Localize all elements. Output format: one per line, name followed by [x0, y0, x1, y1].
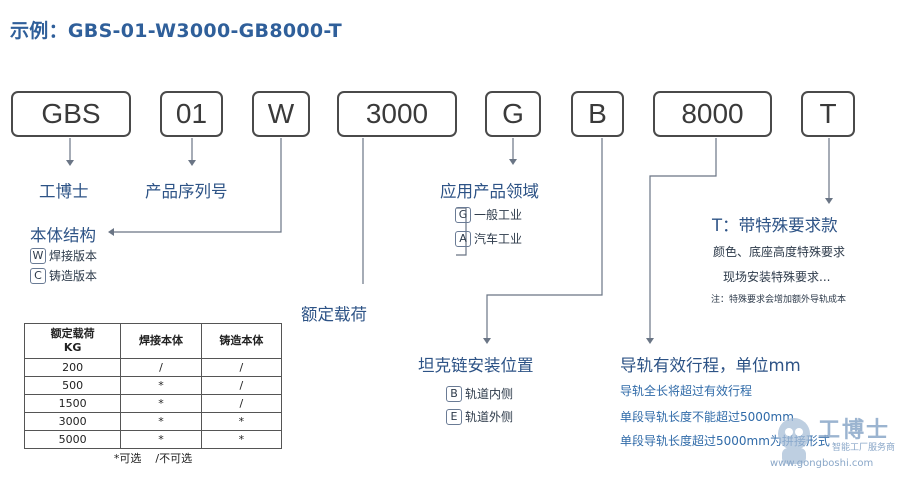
label-industry: 应用产品领域 — [440, 182, 539, 201]
table-cell: * — [200, 430, 283, 449]
table-row: 500 * / — [23, 376, 283, 395]
option-text: 一般工业 — [474, 208, 523, 222]
table-cell: * — [120, 376, 202, 395]
option-code: G — [455, 206, 471, 223]
label-special: T：带特殊要求款 — [712, 216, 838, 235]
table-row: 5000 * * — [23, 430, 283, 449]
code-box-structure: W — [252, 91, 310, 137]
table-cell: 5000 — [23, 430, 122, 449]
table-cell: * — [120, 412, 202, 431]
rail-note-1: 导轨全长将超过有效行程 — [620, 384, 753, 398]
code-box-chain: B — [571, 91, 624, 137]
table-header: 额定载荷 KG — [23, 323, 122, 359]
industry-option-general: G 一般工业 — [455, 206, 522, 223]
option-code: B — [446, 385, 462, 402]
table-header: 铸造本体 — [200, 323, 283, 359]
table-footer: *可选 /不可选 — [24, 448, 282, 467]
table-row: 200 / / — [23, 358, 283, 377]
table-cell: 500 — [23, 376, 122, 395]
structure-option-welded: W 焊接版本 — [30, 247, 97, 264]
special-note-2: 现场安装特殊要求... — [723, 270, 831, 284]
rail-note-3: 单段导轨长度超过5000mm为拼接形式 — [620, 434, 830, 448]
rail-note-2: 单段导轨长度不能超过5000mm — [620, 410, 794, 424]
table-cell: * — [120, 394, 202, 413]
load-spec-table: 额定载荷 KG 焊接本体 铸造本体 200 / / 500 * / 1500 *… — [23, 323, 283, 467]
table-cell: / — [200, 358, 283, 377]
option-text: 轨道外侧 — [465, 410, 514, 424]
code-box-series: 01 — [160, 91, 223, 137]
special-note-3: 注：特殊要求会增加额外导轨成本 — [711, 295, 847, 305]
code-box-rail: 8000 — [653, 91, 772, 137]
table-row: 3000 * * — [23, 412, 283, 431]
table-cell: * — [120, 430, 202, 449]
table-cell: * — [200, 412, 283, 431]
table-header-row: 额定载荷 KG 焊接本体 铸造本体 — [23, 323, 283, 359]
option-text: 铸造版本 — [49, 269, 98, 283]
label-chain: 坦克链安装位置 — [418, 356, 534, 375]
table-cell: / — [200, 376, 283, 395]
table-cell: 3000 — [23, 412, 122, 431]
industry-option-auto: A 汽车工业 — [455, 230, 522, 247]
code-box-special: T — [801, 91, 855, 137]
page-title: 示例：GBS-01-W3000-GB8000-T — [10, 20, 343, 42]
special-note-1: 颜色、底座高度特殊要求 — [713, 245, 846, 259]
watermark-brand: 工博士 — [818, 418, 891, 443]
label-load: 额定载荷 — [301, 305, 367, 324]
label-series: 产品序列号 — [145, 182, 228, 201]
table-header: 焊接本体 — [120, 323, 202, 359]
robot-mascot-icon — [778, 418, 810, 464]
label-structure: 本体结构 — [30, 226, 96, 245]
chain-option-inner: B 轨道内侧 — [446, 385, 513, 402]
code-box-brand: GBS — [11, 91, 131, 137]
option-text: 汽车工业 — [474, 232, 523, 246]
table-cell: / — [200, 394, 283, 413]
table-row: 1500 * / — [23, 394, 283, 413]
option-text: 焊接版本 — [49, 249, 98, 263]
option-text: 轨道内侧 — [465, 387, 514, 401]
option-code: A — [455, 230, 471, 247]
option-code: C — [30, 267, 46, 284]
label-rail: 导轨有效行程，单位mm — [620, 356, 801, 375]
table-cell: 200 — [23, 358, 122, 377]
code-box-industry: G — [485, 91, 541, 137]
chain-option-outer: E 轨道外侧 — [446, 408, 513, 425]
code-box-load: 3000 — [337, 91, 457, 137]
structure-option-cast: C 铸造版本 — [30, 267, 97, 284]
option-code: W — [30, 247, 46, 264]
label-brand: 工博士 — [39, 182, 89, 201]
watermark-url: www.gongboshi.com — [770, 458, 874, 469]
table-cell: / — [120, 358, 202, 377]
watermark-subtitle: 智能工厂服务商 — [832, 443, 896, 453]
option-code: E — [446, 408, 462, 425]
table-cell: 1500 — [23, 394, 122, 413]
table-footer-row: *可选 /不可选 — [24, 448, 282, 467]
